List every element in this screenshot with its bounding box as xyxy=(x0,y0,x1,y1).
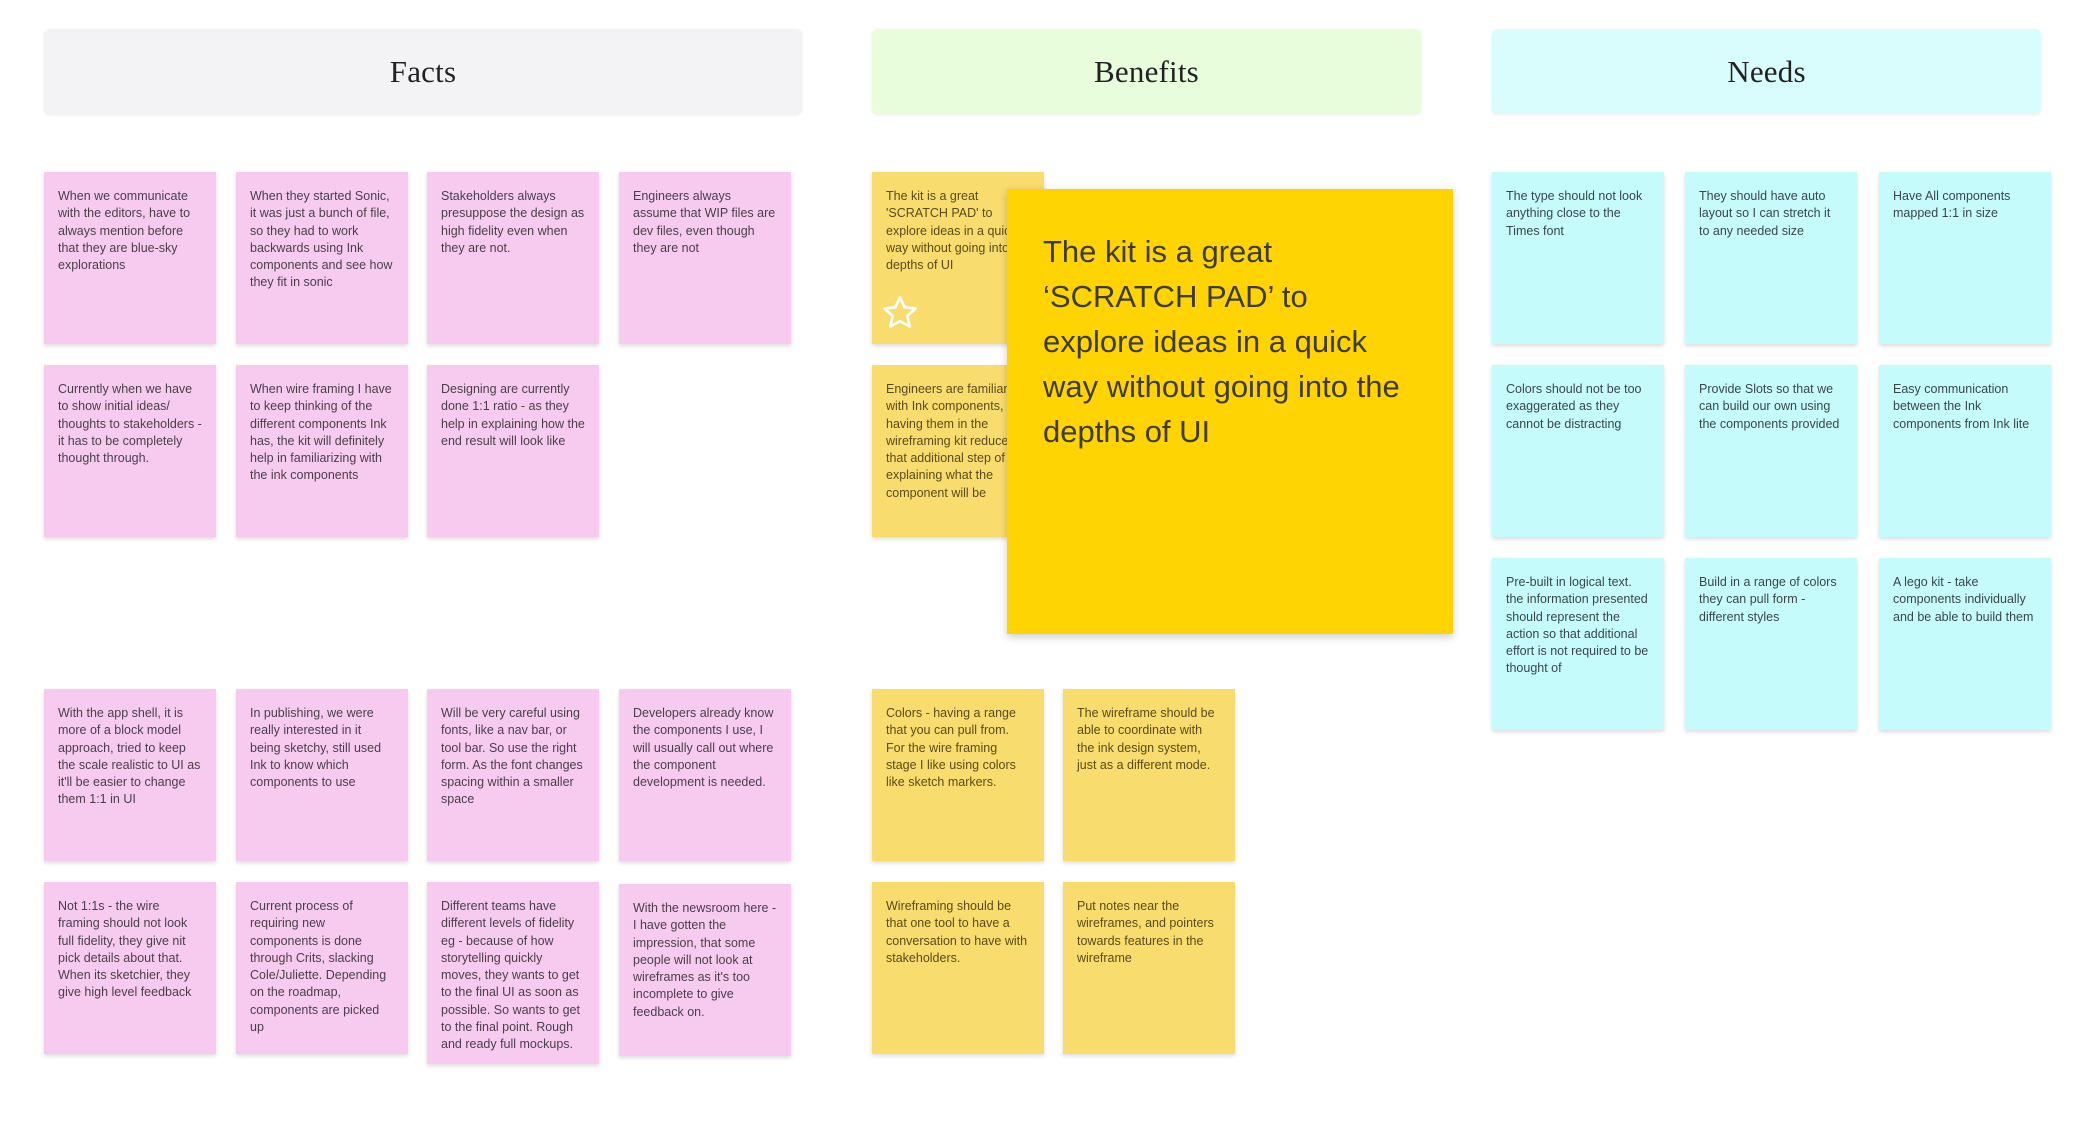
fact-note[interactable]: Not 1:1s - the wire framing should not l… xyxy=(44,882,216,1054)
fact-note[interactable]: Designing are currently done 1:1 ratio -… xyxy=(427,365,599,537)
need-note[interactable]: The type should not look anything close … xyxy=(1492,172,1664,344)
need-note[interactable]: Easy communication between the Ink compo… xyxy=(1879,365,2051,537)
fact-note[interactable]: With the app shell, it is more of a bloc… xyxy=(44,689,216,861)
benefit-note[interactable]: The wireframe should be able to coordina… xyxy=(1063,689,1235,861)
benefit-note[interactable]: Colors - having a range that you can pul… xyxy=(872,689,1044,861)
need-note[interactable]: Provide Slots so that we can build our o… xyxy=(1685,365,1857,537)
fact-note[interactable]: When wire framing I have to keep thinkin… xyxy=(236,365,408,537)
benefit-note[interactable]: Put notes near the wireframes, and point… xyxy=(1063,882,1235,1054)
fact-note[interactable]: Different teams have different levels of… xyxy=(427,882,599,1064)
benefits-header: Benefits xyxy=(872,29,1421,114)
needs-header: Needs xyxy=(1492,29,2041,114)
need-note[interactable]: They should have auto layout so I can st… xyxy=(1685,172,1857,344)
star-icon[interactable] xyxy=(880,293,920,333)
fact-note[interactable]: When we communicate with the editors, ha… xyxy=(44,172,216,344)
fact-note[interactable]: In publishing, we were really interested… xyxy=(236,689,408,861)
fact-note[interactable]: Engineers always assume that WIP files a… xyxy=(619,172,791,344)
need-note[interactable]: Pre-built in logical text. the informati… xyxy=(1492,558,1664,730)
need-note[interactable]: Build in a range of colors they can pull… xyxy=(1685,558,1857,730)
fact-note[interactable]: Developers already know the components I… xyxy=(619,689,791,861)
fact-note[interactable]: Stakeholders always presuppose the desig… xyxy=(427,172,599,344)
fact-note[interactable]: When they started Sonic, it was just a b… xyxy=(236,172,408,344)
fact-note[interactable]: With the newsroom here - I have gotten t… xyxy=(619,884,791,1056)
need-note[interactable]: A lego kit - take components individuall… xyxy=(1879,558,2051,730)
fact-note[interactable]: Current process of requiring new compone… xyxy=(236,882,408,1054)
need-note[interactable]: Colors should not be too exaggerated as … xyxy=(1492,365,1664,537)
need-note[interactable]: Have All components mapped 1:1 in size xyxy=(1879,172,2051,344)
highlighted-benefit-note[interactable]: The kit is a great ‘SCRATCH PAD’ to expl… xyxy=(1007,189,1453,634)
facts-header: Facts xyxy=(44,29,802,114)
fact-note[interactable]: Will be very careful using fonts, like a… xyxy=(427,689,599,861)
benefit-note[interactable]: Wireframing should be that one tool to h… xyxy=(872,882,1044,1054)
fact-note[interactable]: Currently when we have to show initial i… xyxy=(44,365,216,537)
